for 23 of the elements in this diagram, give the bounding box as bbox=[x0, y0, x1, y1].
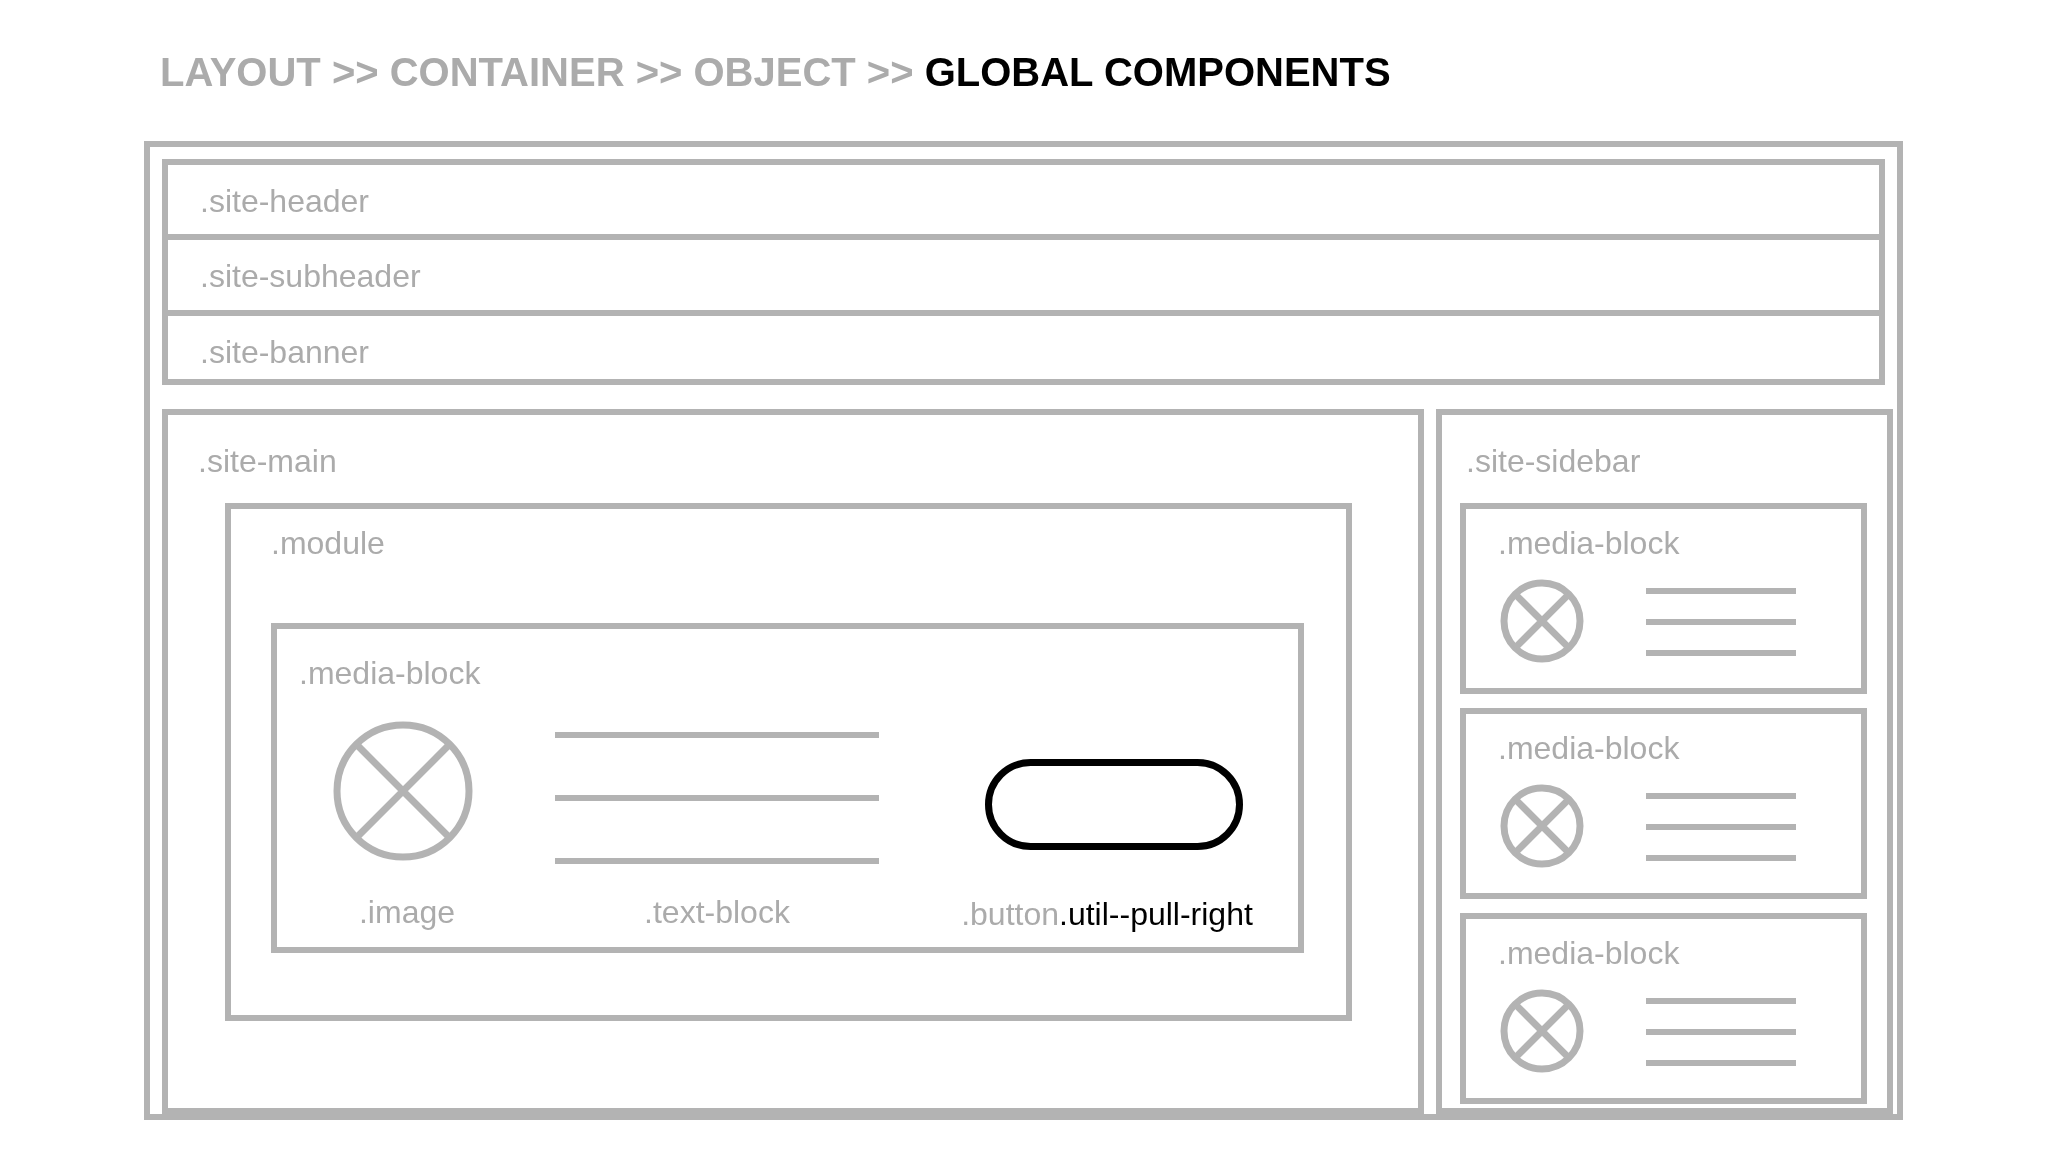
class-label: .media-block bbox=[1498, 730, 1680, 767]
class-label: .site-banner bbox=[200, 334, 369, 371]
layout-box bbox=[225, 503, 1352, 1021]
class-label: .module bbox=[271, 525, 385, 562]
layout-box bbox=[1460, 913, 1867, 1104]
class-label: .media-block bbox=[299, 655, 481, 692]
layout-box bbox=[144, 141, 1903, 1120]
class-label: .site-subheader bbox=[200, 258, 421, 295]
class-label: .site-sidebar bbox=[1466, 443, 1641, 480]
class-label: .media-block bbox=[1498, 935, 1680, 972]
layout-box bbox=[162, 159, 1885, 385]
layout-box bbox=[1436, 409, 1893, 1114]
class-label: .image bbox=[357, 894, 456, 931]
class-label: .site-header bbox=[200, 183, 369, 220]
class-label: .text-block bbox=[643, 894, 791, 931]
breadcrumb-title: LAYOUT >> CONTAINER >> OBJECT >> GLOBAL COMPONENTS bbox=[160, 50, 1391, 95]
class-label: .media-block bbox=[1498, 525, 1680, 562]
layout-box bbox=[1460, 503, 1867, 694]
layout-box bbox=[162, 409, 1424, 1114]
class-label: .site-main bbox=[198, 443, 337, 480]
layout-box bbox=[1460, 708, 1867, 899]
layout-box bbox=[271, 623, 1304, 953]
class-label: .button.util--pull-right bbox=[960, 896, 1254, 933]
